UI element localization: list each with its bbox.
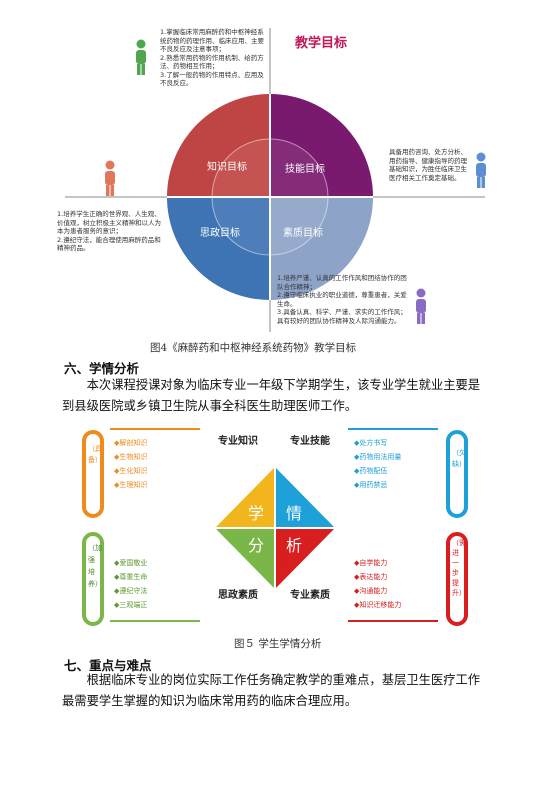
- list-item: ◆尊重生命: [114, 573, 148, 581]
- list-item: ◆沟通能力: [354, 587, 388, 595]
- list-item: ◆知识迁移能力: [354, 601, 402, 609]
- figure-4: 教学目标 知识目标 技能目标 思政目标 素质目标 1.掌握临床常用麻醉药和中枢神…: [55, 20, 495, 350]
- quadrant-skill: [270, 94, 373, 197]
- quadrant-label-ideology: 思政目标: [200, 228, 240, 239]
- section-6-heading: 六、学情分析: [64, 361, 140, 376]
- label-professional-quality: 专业素质: [290, 590, 330, 601]
- oval-strengthen: [82, 532, 104, 626]
- figure-5-caption: 图５ 学生学情分析: [234, 638, 322, 650]
- person-icon-purple: [416, 288, 426, 324]
- person-icon-green: [136, 39, 146, 75]
- list-item: ◆用药禁忌: [354, 481, 388, 489]
- list-lack: ◆处方书写 ◆药物用法用量 ◆药物配伍 ◆用药禁忌: [354, 436, 444, 492]
- label-professional-skill: 专业技能: [290, 436, 330, 447]
- section-7-paragraph: 根据临床专业的岗位实际工作任务确定教学的重难点，基层卫生医疗工作最需要学生掌握的…: [62, 673, 481, 708]
- oval-improve: [446, 532, 468, 626]
- figure-5: （具备） （加强培养） （欠缺） （需进一步提升） ◆解剖知识 ◆生物知识 ◆生…: [80, 420, 470, 630]
- teaching-goals-diagram: [65, 28, 486, 332]
- diamond-bottom-left: [215, 528, 275, 589]
- label-professional-knowledge: 专业知识: [218, 436, 258, 447]
- person-icon-orange: [105, 160, 115, 196]
- diamond-char-3: 分: [248, 536, 265, 555]
- list-item: ◆药物用法用量: [354, 453, 402, 461]
- quadrant-ideology: [167, 197, 270, 300]
- section-7-heading: 七、重点与难点: [64, 658, 152, 673]
- oval-lack-label: （欠缺）: [452, 449, 466, 468]
- diamond-bottom-right: [275, 528, 335, 589]
- diamond-char-4: 析: [286, 536, 303, 555]
- diamond-top-left: [215, 467, 275, 528]
- quadrant-knowledge: [167, 94, 270, 197]
- quadrant-label-skill: 技能目标: [285, 164, 325, 175]
- list-item: ◆表达能力: [354, 573, 388, 581]
- oval-improve-label: （需进一步提升）: [452, 539, 466, 597]
- skill-goal-text: 具备用药咨询、处方分析、用药指导、健康指导的药理基础知识，为胜任临床卫生医疗相关…: [389, 148, 467, 182]
- list-item: ◆遵纪守法: [114, 587, 148, 595]
- list-item: ◆自学能力: [354, 559, 388, 567]
- goals-title: 教学目标: [295, 36, 348, 51]
- list-item: ◆药物配伍: [354, 467, 388, 475]
- list-improve: ◆自学能力 ◆表达能力 ◆沟通能力 ◆知识迁移能力: [354, 556, 444, 612]
- list-have: ◆解剖知识 ◆生物知识 ◆生化知识 ◆生理知识: [114, 436, 194, 492]
- list-item: ◆三观端正: [114, 601, 148, 609]
- quality-goal-text: 1.培养严谨、认真的工作作风和团结协作的团队合作精神； 2.遵守临床执业的职业道…: [277, 274, 407, 325]
- list-item: ◆解剖知识: [114, 439, 148, 447]
- figure-4-caption: 图4《麻醉药和中枢神经系统药物》教学目标: [150, 342, 357, 354]
- label-ideological-quality: 思政素质: [218, 590, 258, 601]
- oval-have: [82, 430, 104, 518]
- oval-have-label: （具备）: [88, 445, 102, 464]
- person-icon-blue: [476, 152, 486, 188]
- ideology-goal-text: 1.培养学生正确的世界观、人生观、价值观，树立积极主义精神和以人为本为患者服务的…: [57, 210, 161, 252]
- list-item: ◆生理知识: [114, 481, 148, 489]
- oval-strengthen-label: （加强培养）: [88, 544, 102, 588]
- knowledge-goal-text: 1.掌握临床常用麻醉药和中枢神经系统药物的药理作用、临床应用、主要不良反应及注意…: [160, 28, 264, 87]
- quadrant-label-quality: 素质目标: [283, 228, 323, 239]
- list-item: ◆生物知识: [114, 453, 148, 461]
- diamond-top-right: [275, 467, 335, 528]
- list-item: ◆生化知识: [114, 467, 148, 475]
- quadrant-quality: [270, 197, 373, 300]
- diamond-char-1: 学: [248, 504, 265, 523]
- list-item: ◆爱国敬业: [114, 559, 148, 567]
- list-item: ◆处方书写: [354, 439, 388, 447]
- analysis-diamond: [215, 467, 335, 589]
- section-6-paragraph: 本次课程授课对象为临床专业一年级下学期学生，该专业学生就业主要是到县级医院或乡镇…: [62, 378, 481, 413]
- quadrant-label-knowledge: 知识目标: [207, 162, 247, 173]
- diamond-char-2: 情: [286, 504, 303, 523]
- list-strengthen: ◆爱国敬业 ◆尊重生命 ◆遵纪守法 ◆三观端正: [114, 556, 194, 612]
- oval-lack: [446, 430, 468, 518]
